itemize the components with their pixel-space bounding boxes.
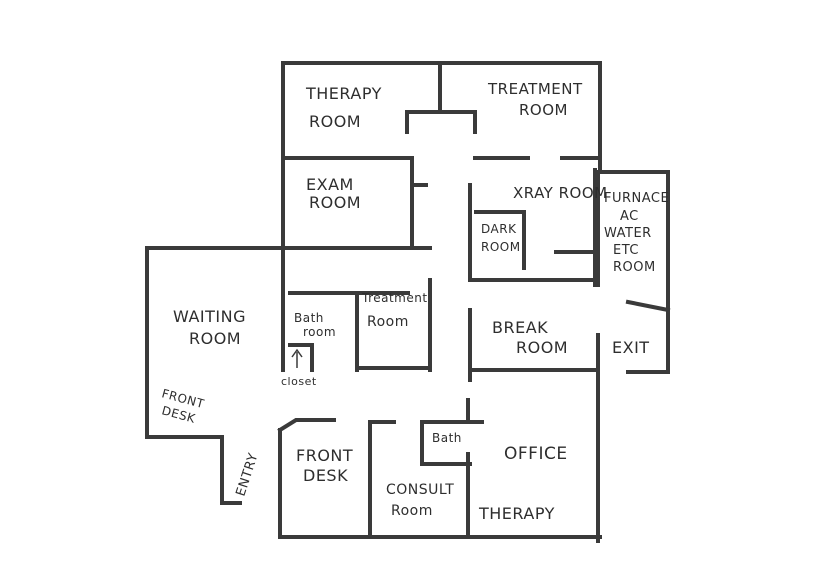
treatment-2-label-2: Room bbox=[367, 314, 409, 330]
closet-arrow bbox=[291, 348, 303, 368]
wall bbox=[474, 210, 526, 270]
front-desk-2-label-2: DESK bbox=[303, 466, 348, 485]
office-label: OFFICE bbox=[504, 444, 568, 464]
exam-room-label-2: ROOM bbox=[309, 193, 361, 212]
furnace-label-4: ETC bbox=[613, 243, 639, 258]
treatment-room-label-1: TREATMENT bbox=[487, 80, 583, 98]
furnace-label-5: ROOM bbox=[613, 260, 656, 275]
bath-room-label-1: Bath bbox=[294, 311, 324, 325]
consult-room-label-1: CONSULT bbox=[386, 482, 454, 498]
bath-room-label-2: room bbox=[303, 325, 336, 339]
exam-room-label-1: EXAM bbox=[306, 175, 354, 194]
break-room-label-2: ROOM bbox=[516, 338, 568, 357]
wall bbox=[625, 299, 671, 313]
wall bbox=[277, 418, 336, 433]
treatment-room-label-2: ROOM bbox=[519, 101, 568, 119]
furnace-label-2: AC bbox=[620, 209, 639, 224]
treatment-2-label-1: Treatment bbox=[361, 291, 428, 305]
exit-label: EXIT bbox=[612, 338, 650, 357]
xray-room-label: XRAY ROOM bbox=[513, 184, 608, 202]
consult-room-label-2: Room bbox=[391, 503, 433, 519]
wall bbox=[405, 110, 477, 134]
wall bbox=[288, 343, 314, 372]
walls bbox=[145, 61, 671, 543]
waiting-room-label-2: ROOM bbox=[189, 329, 241, 348]
bath-2-label: Bath bbox=[432, 431, 462, 445]
front-desk-2-label-1: FRONT bbox=[296, 446, 353, 465]
waiting-room-label-1: WAITING bbox=[173, 307, 246, 326]
therapy-room-label-2: ROOM bbox=[309, 112, 361, 131]
furnace-label-3: WATER bbox=[604, 226, 652, 241]
room-labels: THERAPY ROOM TREATMENT ROOM EXAM ROOM XR… bbox=[160, 80, 669, 523]
dark-room-label-2: ROOM bbox=[481, 240, 521, 254]
furnace-label-1: FURNACE bbox=[604, 191, 669, 206]
dark-room-label-1: DARK bbox=[481, 222, 517, 236]
closet-label: closet bbox=[281, 375, 317, 388]
therapy-2-label: THERAPY bbox=[478, 504, 555, 523]
entry-label: ENTRY bbox=[234, 451, 262, 498]
break-room-label-1: BREAK bbox=[492, 318, 548, 337]
therapy-room-label-1: THERAPY bbox=[305, 84, 382, 103]
